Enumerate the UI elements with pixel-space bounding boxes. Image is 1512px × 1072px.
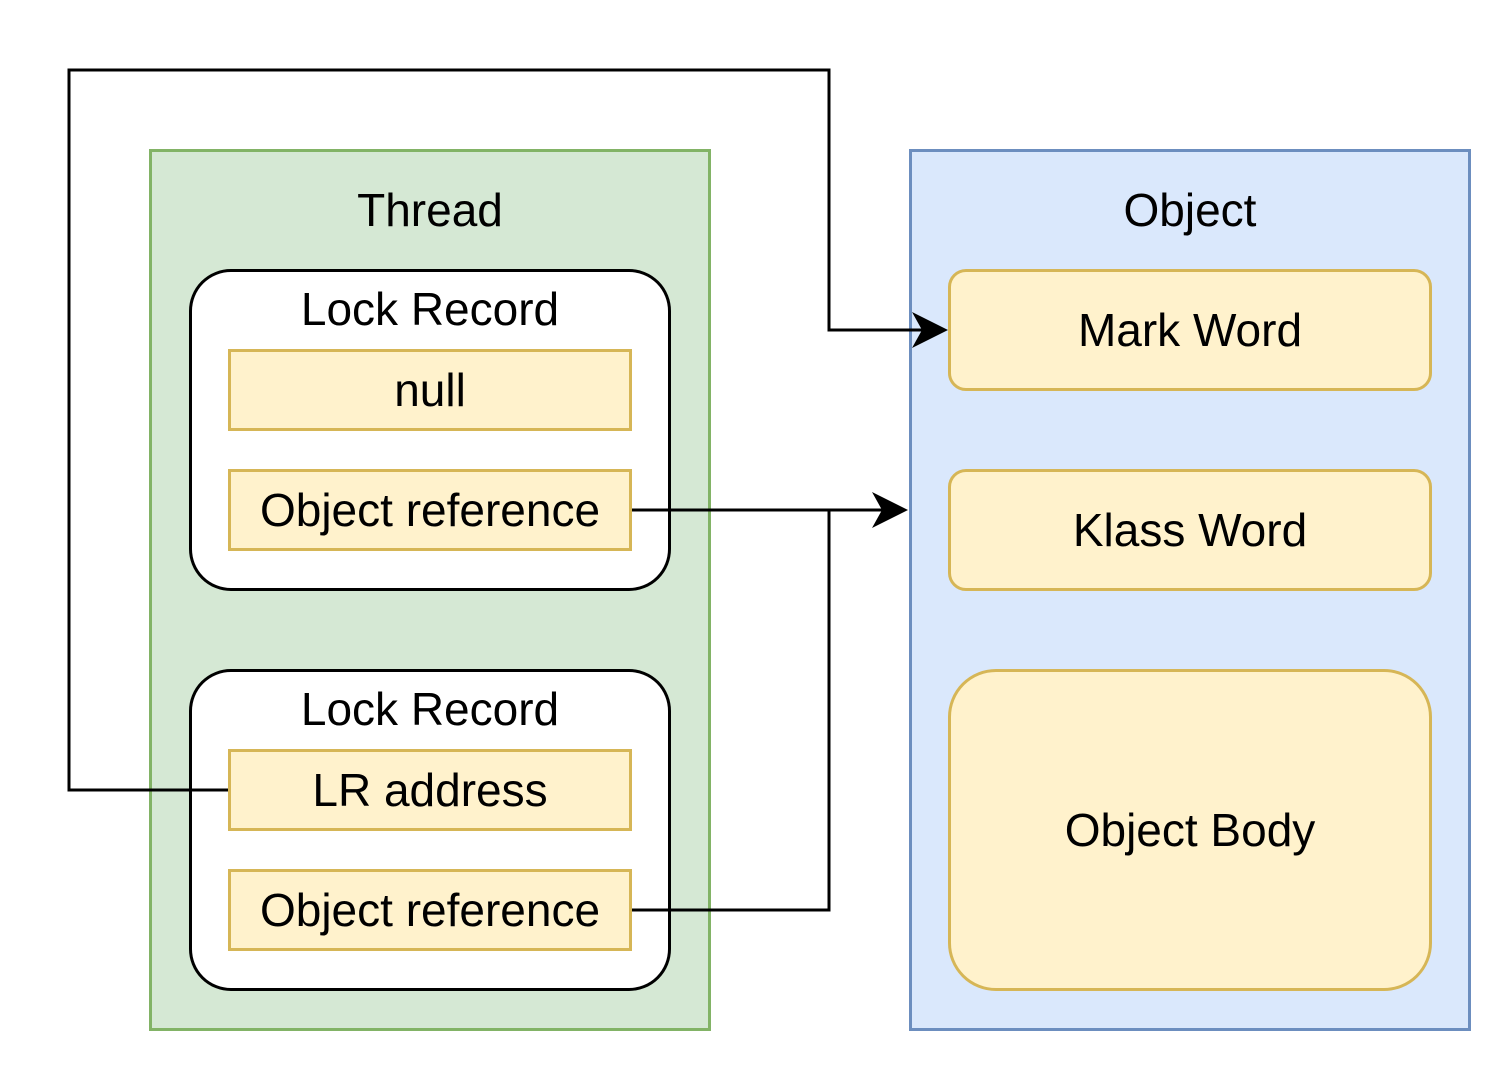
object-reference-field-2: Object reference	[228, 869, 632, 951]
lr-address-field: LR address	[228, 749, 632, 831]
object-arrowhead	[872, 492, 908, 528]
lock-record-2-title: Lock Record	[300, 683, 560, 735]
null-field: null	[228, 349, 632, 431]
klass-word-block: Klass Word	[948, 469, 1432, 591]
thread-title: Thread	[357, 184, 503, 236]
lr-address-to-mark-word-arrow	[67, 68, 940, 792]
object-body-block: Object Body	[948, 669, 1432, 991]
mark-word-block: Mark Word	[948, 269, 1432, 391]
object-title: Object	[1123, 184, 1257, 236]
object-reference-2-to-object-arrow	[632, 510, 831, 912]
mark-word-arrowhead	[912, 312, 948, 348]
lock-record-1-title: Lock Record	[300, 283, 560, 335]
object-reference-field-1: Object reference	[228, 469, 632, 551]
